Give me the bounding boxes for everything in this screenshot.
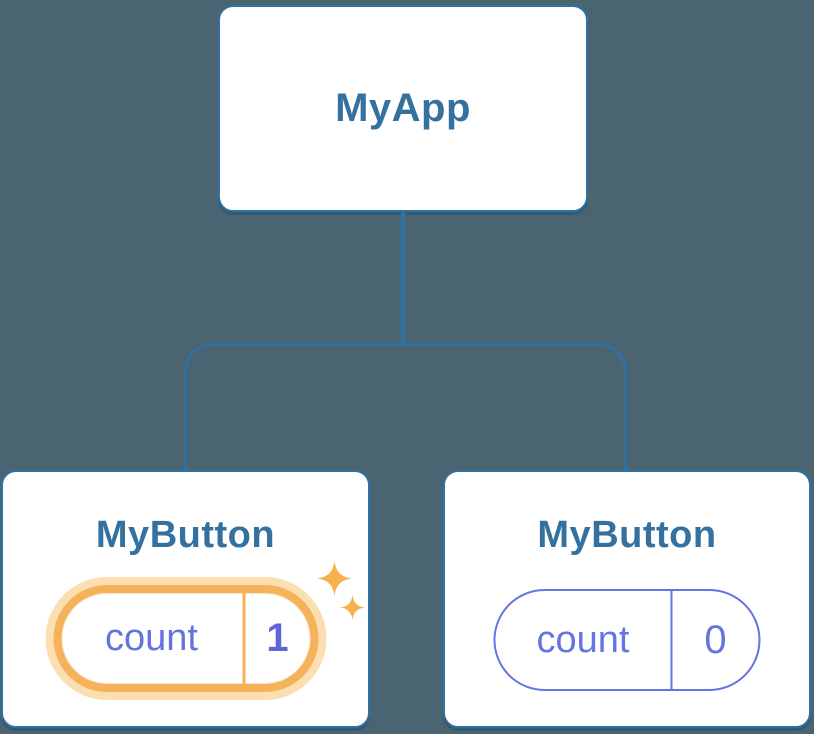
node-mybutton-initial-label: MyButton — [537, 514, 717, 556]
connector-root-stem — [401, 212, 405, 345]
connector-branch — [184, 343, 627, 470]
node-myapp-label: MyApp — [335, 86, 471, 130]
sparkle-icon — [317, 561, 352, 596]
node-myapp: MyApp — [218, 5, 588, 212]
node-mybutton-updated: MyButton count 1 — [1, 470, 370, 728]
sparkle-icon — [340, 595, 365, 620]
state-pill: count 0 — [493, 589, 761, 691]
state-key: count — [536, 618, 630, 661]
node-mybutton-initial: MyButton count 0 — [443, 470, 811, 728]
state-value: 1 — [242, 593, 310, 684]
node-mybutton-updated-label: MyButton — [95, 514, 276, 556]
state-key: count — [105, 617, 198, 659]
state-pill-highlighted: count 1 — [53, 585, 318, 692]
state-value: 0 — [670, 591, 759, 689]
